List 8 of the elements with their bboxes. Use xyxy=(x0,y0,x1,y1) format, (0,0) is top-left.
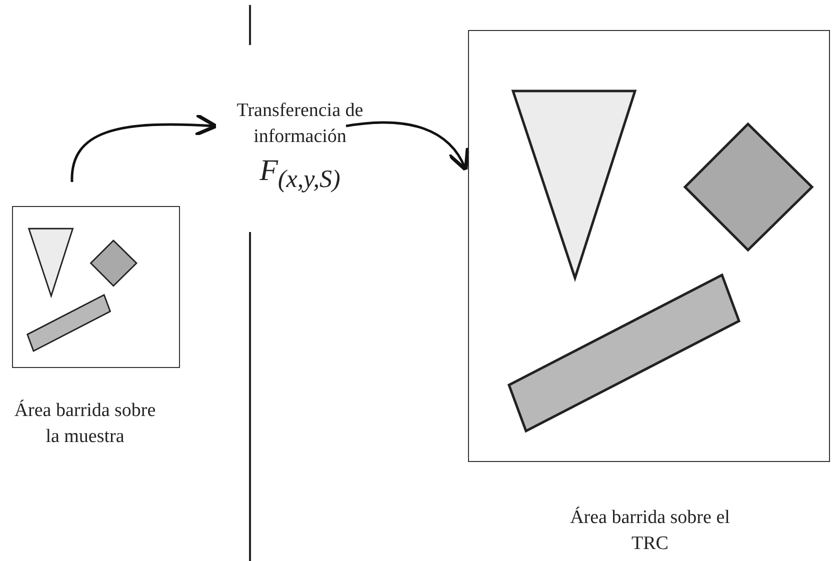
curved-arrow xyxy=(70,113,218,182)
area-caption: Área barrida sobre el TRC xyxy=(569,506,731,556)
sample-area-frame xyxy=(12,206,180,368)
display-area-frame xyxy=(468,30,830,462)
curved-arrow xyxy=(346,121,468,172)
transfer-function-formula: F$_{(x,y,S)}$ xyxy=(260,154,340,194)
area-caption: Área barrida sobre la muestra xyxy=(13,398,157,449)
transfer-label: Transferencia de información xyxy=(236,99,364,149)
